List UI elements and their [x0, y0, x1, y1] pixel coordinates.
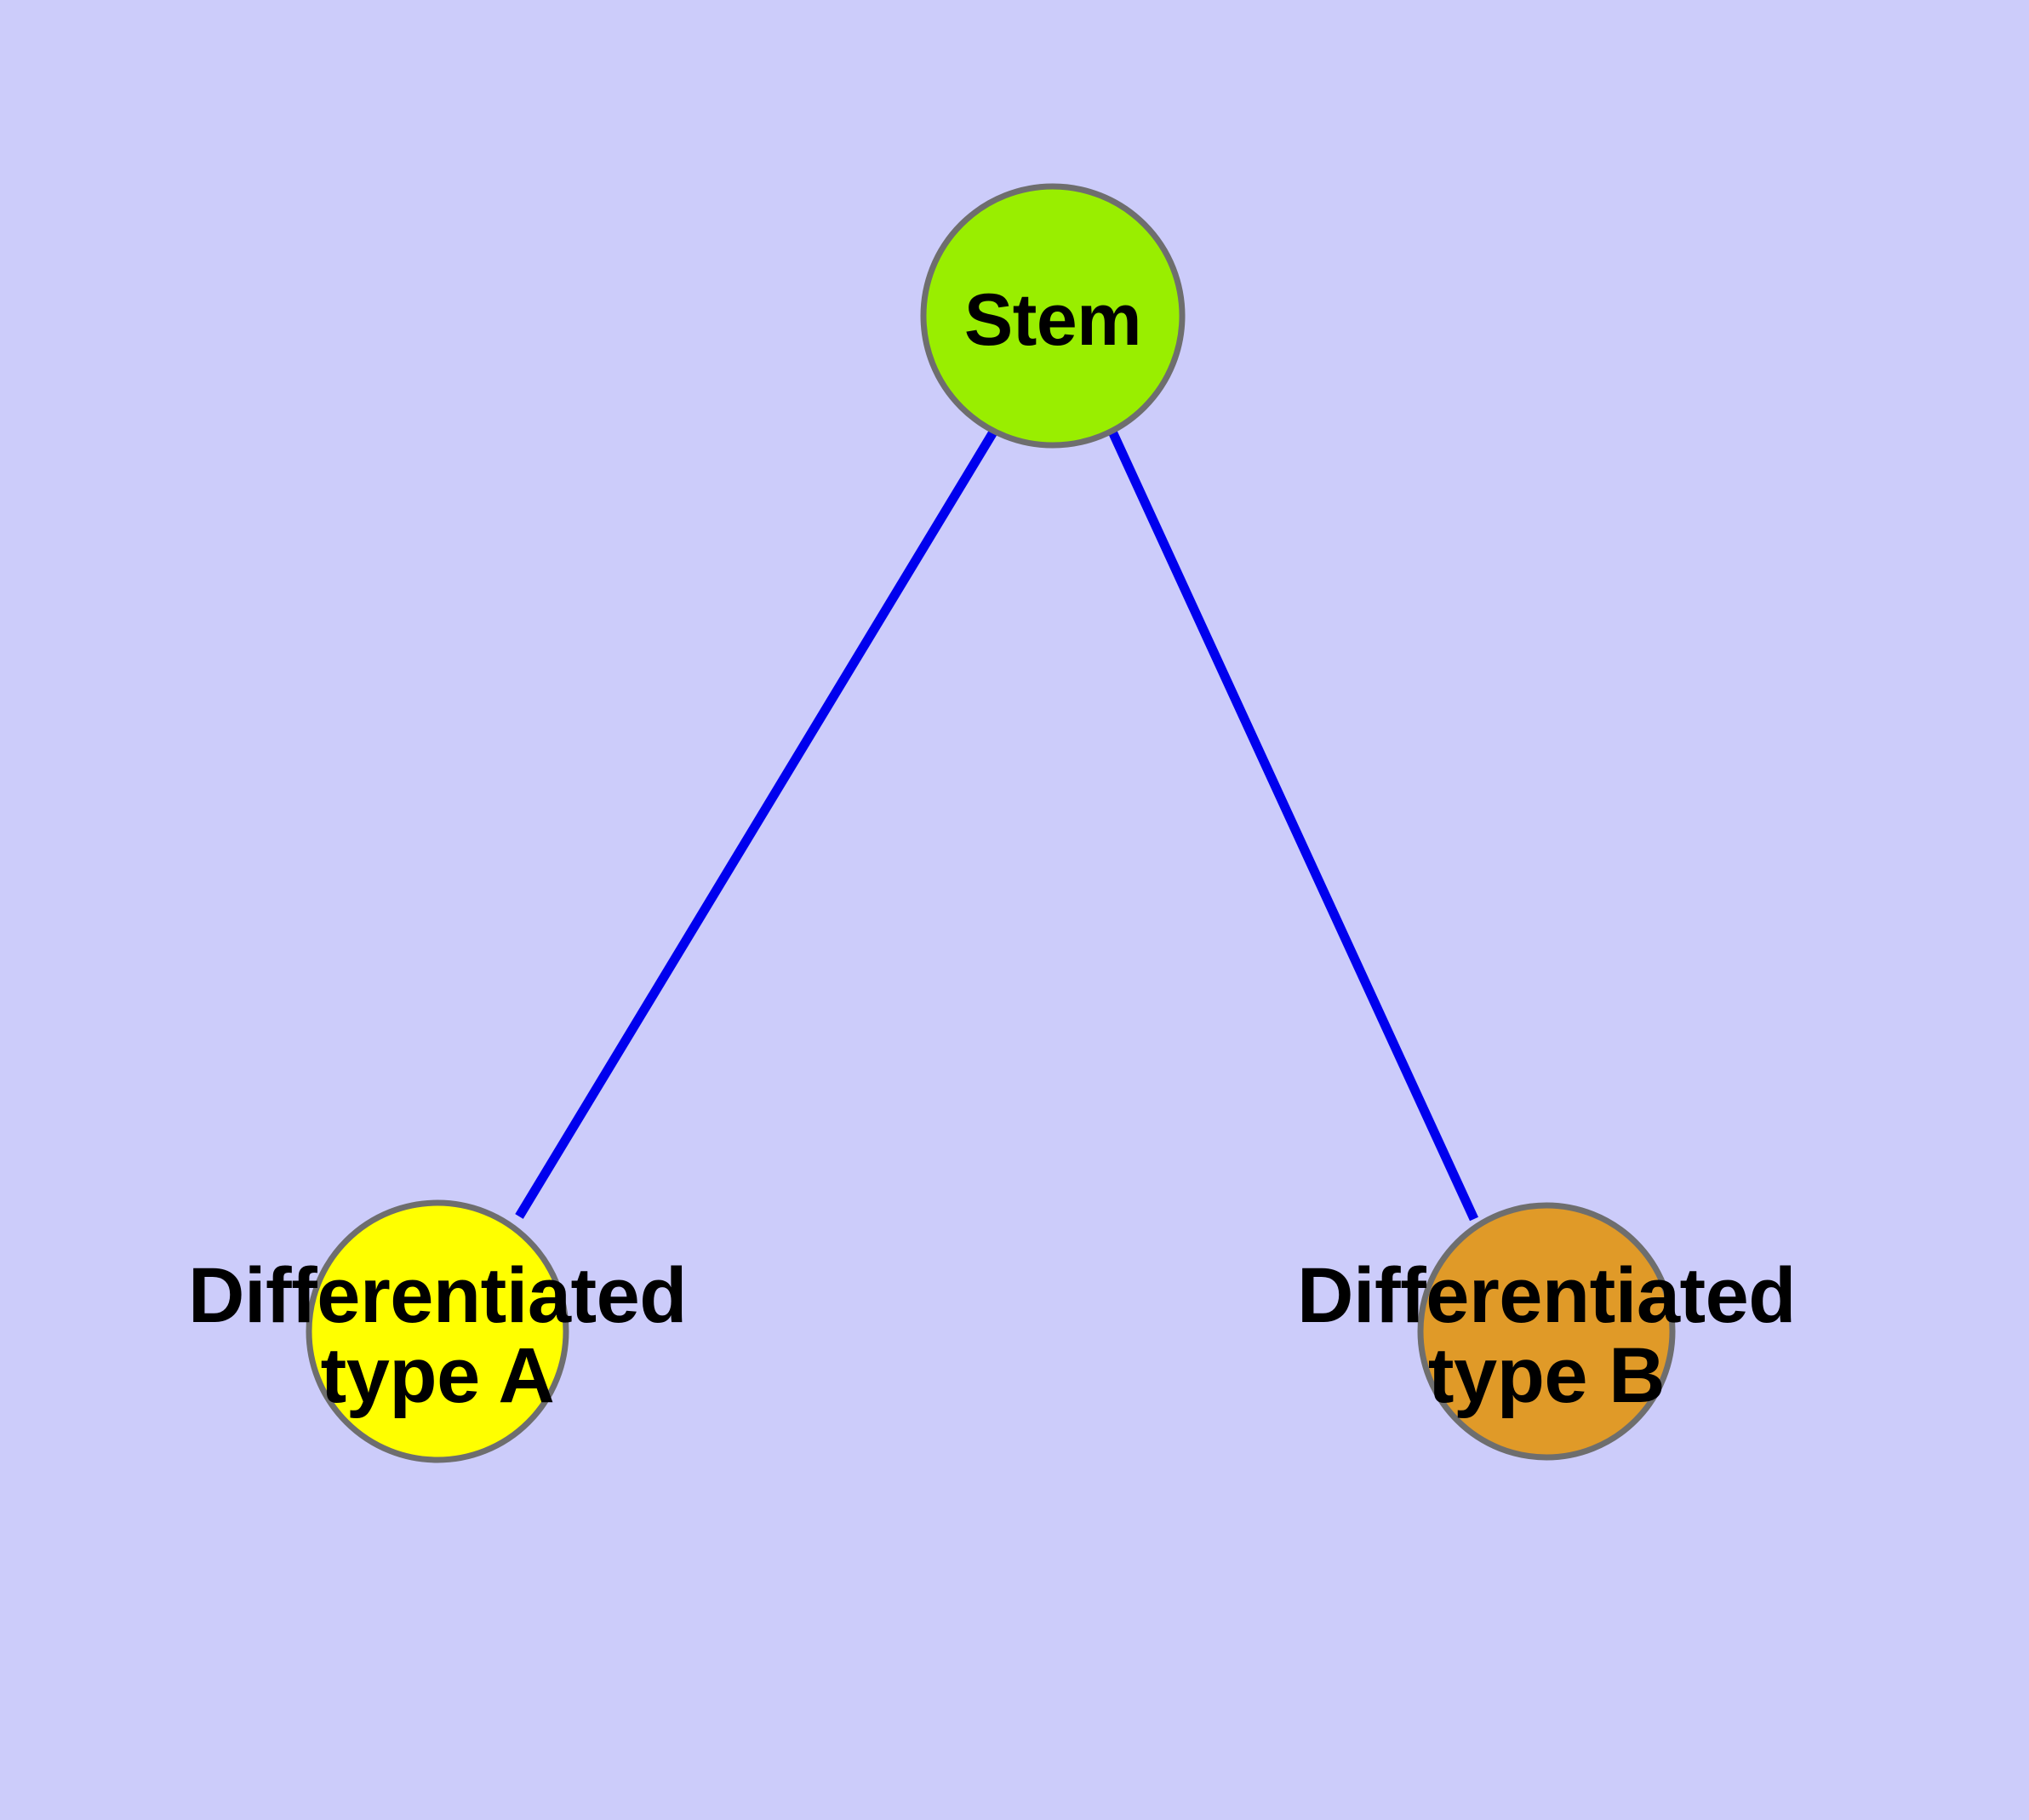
- graph-node-diff-b[interactable]: [1417, 1202, 1676, 1461]
- nodes-group: [306, 183, 1676, 1463]
- edges-group: [515, 428, 1478, 1222]
- graph-edge[interactable]: [515, 428, 998, 1219]
- graph-edge[interactable]: [1108, 429, 1478, 1222]
- graph-node-stem[interactable]: [920, 183, 1186, 449]
- graph-node-diff-a[interactable]: [306, 1199, 569, 1463]
